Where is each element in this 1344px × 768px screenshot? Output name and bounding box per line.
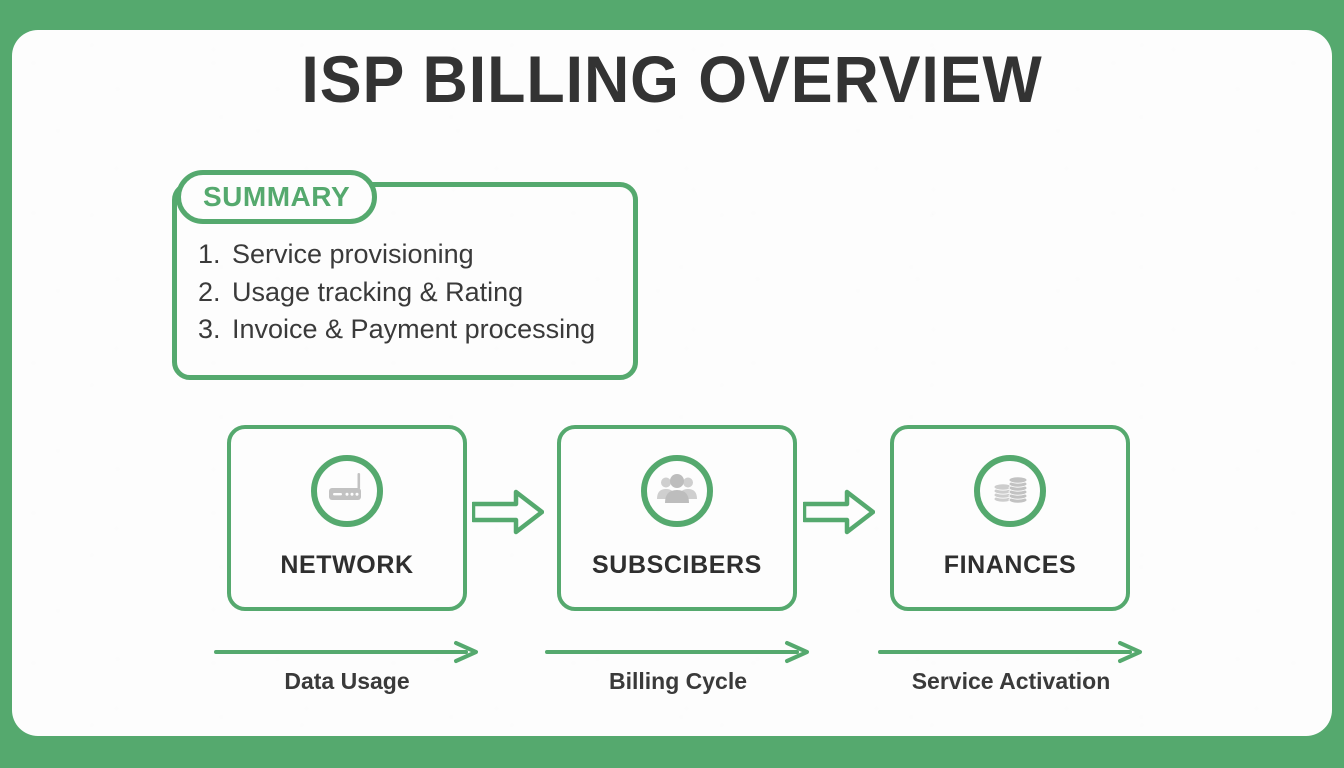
list-item: 3. Invoice & Payment processing (198, 311, 628, 349)
stage-card-label: FINANCES (943, 551, 1077, 579)
flow-step-data-usage: Data Usage (214, 640, 480, 720)
summary-panel (172, 182, 638, 380)
page-title: ISP BILLING OVERVIEW (301, 42, 1043, 116)
router-icon (327, 472, 367, 511)
block-arrow-right-icon (801, 488, 876, 536)
flow-step-label: Service Activation (911, 668, 1111, 694)
list-item-label: Invoice & Payment processing (232, 314, 596, 344)
coin-stack-icon (990, 472, 1030, 511)
board-texture (12, 30, 1332, 736)
stage-card-row: NETWORK SUBSCIBERS (0, 425, 1344, 611)
flow-step-service-activation: Service Activation (878, 640, 1144, 720)
list-item-label: Service provisioning (232, 239, 474, 269)
infographic-board (12, 30, 1332, 736)
arrow-right-icon (878, 640, 1144, 664)
list-item: 1. Service provisioning (198, 236, 628, 274)
flow-step-label: Billing Cycle (608, 668, 748, 694)
arrow-right-icon (214, 640, 480, 664)
summary-tab-label: SUMMARY (203, 181, 351, 212)
stage-card-finances[interactable]: FINANCES (890, 425, 1130, 611)
summary-list: 1. Service provisioning 2. Usage tracking … (198, 236, 628, 349)
list-item-number: 2. (198, 276, 221, 307)
block-arrow-right-icon (470, 488, 545, 536)
icon-circle (974, 455, 1046, 527)
stage-card-label: NETWORK (280, 551, 414, 579)
list-item-number: 3. (198, 314, 221, 344)
list-item-number: 1. (198, 239, 221, 269)
arrow-right-icon (545, 640, 811, 664)
stage-card-label: SUBSCIBERS (592, 551, 762, 579)
flow-step-billing-cycle: Billing Cycle (545, 640, 811, 720)
summary-tab: SUMMARY (176, 170, 378, 224)
flow-step-label: Data Usage (284, 668, 410, 694)
list-item: 2. Usage tracking & Rating (198, 274, 628, 312)
icon-circle (641, 455, 713, 527)
icon-circle (311, 455, 383, 527)
list-item-label: Usage tracking & Rating (232, 276, 524, 307)
stage-card-network[interactable]: NETWORK (227, 425, 467, 611)
stage-card-subscibers[interactable]: SUBSCIBERS (557, 425, 797, 611)
people-group-icon (656, 473, 698, 510)
